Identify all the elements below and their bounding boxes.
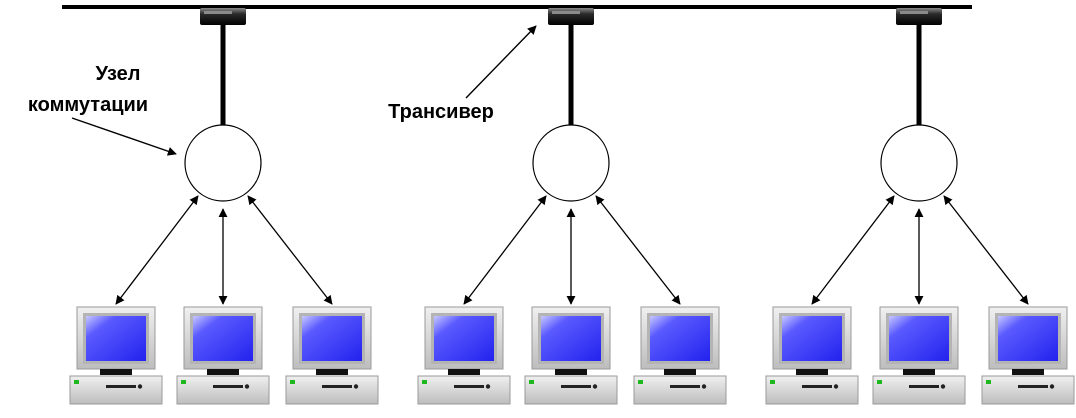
monitor-stand [1012,369,1044,375]
monitor-stand [448,369,480,375]
disk-drive-slot [454,385,484,388]
disk-drive-slot [561,385,591,388]
system-unit [765,375,859,405]
segment-2 [417,8,727,405]
disk-drive-slot [322,385,352,388]
power-led [877,380,882,384]
transceiver-icon [896,8,942,25]
disk-drive-slot [909,385,939,388]
system-unit [285,375,379,405]
disk-drive-slot [802,385,832,388]
monitor-screen [650,316,710,361]
monitor-stand [903,369,935,375]
transceiver-body [200,8,246,25]
drive-button [701,384,707,389]
power-led [74,380,79,384]
monitor-screen [86,316,146,361]
system-unit [69,375,163,405]
segment-1 [69,8,379,405]
computer-icon [981,306,1075,405]
disk-drive-slot [213,385,243,388]
monitor-screen [541,316,601,361]
segment-3 [765,8,1075,405]
switching-node-icon [532,124,610,202]
monitor-screen [434,316,494,361]
transceiver-label: Трансивер [388,101,494,123]
drive-button [592,384,598,389]
bidirectional-arrow-icon [247,195,333,305]
power-led [986,380,991,384]
transceiver-highlight [204,11,232,14]
switching-node-label-line1: Узел [96,63,141,85]
monitor-stand [664,369,696,375]
monitor-stand [100,369,132,375]
computer-icon [524,306,618,405]
monitor-stand [316,369,348,375]
power-led [638,380,643,384]
computer-icon [69,306,163,405]
bidirectional-arrow-icon [463,195,547,305]
system-unit [872,375,966,405]
power-led [290,380,295,384]
power-led [422,380,427,384]
drive-button [137,384,143,389]
switching-node-icon [184,124,262,202]
bidirectional-arrow-icon [811,195,895,305]
drive-button [353,384,359,389]
monitor-screen [782,316,842,361]
system-unit [981,375,1075,405]
power-led [529,380,534,384]
transceiver-icon [548,8,594,25]
computer-icon [176,306,270,405]
power-led [770,380,775,384]
computer-icon [417,306,511,405]
bidirectional-arrow-icon [595,195,681,305]
bidirectional-arrow-icon [115,195,199,305]
disk-drive-slot [670,385,700,388]
disk-drive-slot [1018,385,1048,388]
switching-node-pointer-arrow [71,117,177,156]
monitor-stand [555,369,587,375]
transceiver-highlight [552,11,580,14]
system-unit [176,375,270,405]
monitor-screen [889,316,949,361]
monitor-stand [796,369,828,375]
transceiver-icon [200,8,246,25]
computer-icon [765,306,859,405]
computer-icon [285,306,379,405]
segments [69,8,1075,405]
computer-icon [872,306,966,405]
monitor-screen [998,316,1058,361]
disk-drive-slot [106,385,136,388]
monitor-stand [207,369,239,375]
drive-button [940,384,946,389]
power-led [181,380,186,384]
system-unit [633,375,727,405]
transceiver-body [548,8,594,25]
drive-button [244,384,250,389]
transceiver-pointer-arrow [465,25,537,99]
monitor-screen [302,316,362,361]
bidirectional-arrow-icon [943,195,1029,305]
computer-icon [633,306,727,405]
system-unit [417,375,511,405]
drive-button [833,384,839,389]
transceiver-highlight [900,11,928,14]
system-unit [524,375,618,405]
transceiver-body [896,8,942,25]
drive-button [485,384,491,389]
switching-node-label-line2: коммутации [28,94,148,116]
drive-button [1049,384,1055,389]
switching-node-icon [880,124,958,202]
monitor-screen [193,316,253,361]
